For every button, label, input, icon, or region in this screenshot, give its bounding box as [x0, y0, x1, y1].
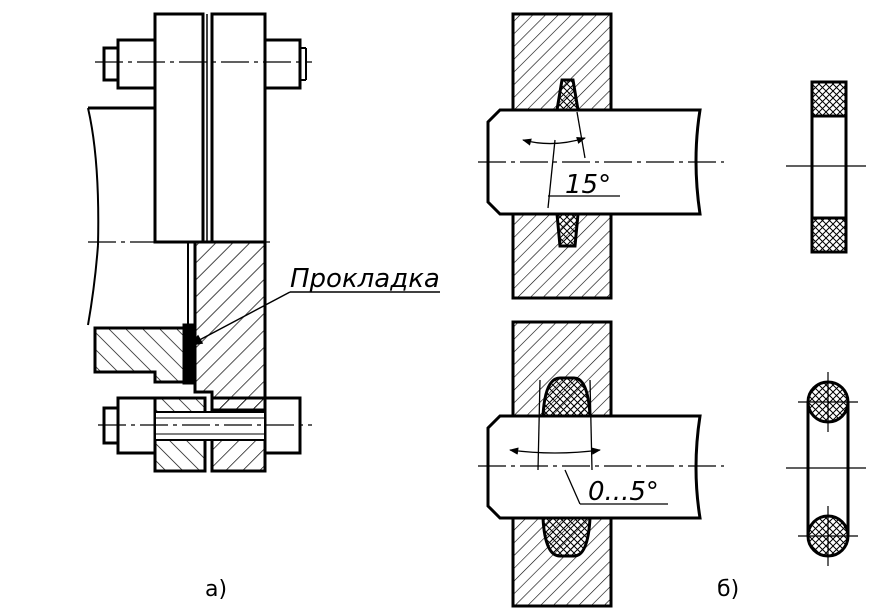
- caption-b: б): [717, 577, 739, 602]
- figure-b-top-assembly: [486, 12, 702, 300]
- gasket-leader: [188, 291, 440, 347]
- ring-section-top: [810, 80, 848, 254]
- figure-b-top-angle: [522, 111, 620, 209]
- figure-a-center-lines: [88, 61, 312, 426]
- figure-a-flange-joint: [87, 12, 307, 473]
- angle-label-top: 15°: [565, 170, 611, 200]
- angle-label-bottom: 0...5°: [588, 477, 659, 507]
- caption-a: а): [205, 577, 227, 602]
- figure-b-bottom-angle: [509, 379, 668, 505]
- gasket-label: Прокладка: [290, 264, 440, 294]
- ring-axes-bottom: [786, 372, 866, 566]
- figure-b-bottom-assembly: [486, 320, 702, 608]
